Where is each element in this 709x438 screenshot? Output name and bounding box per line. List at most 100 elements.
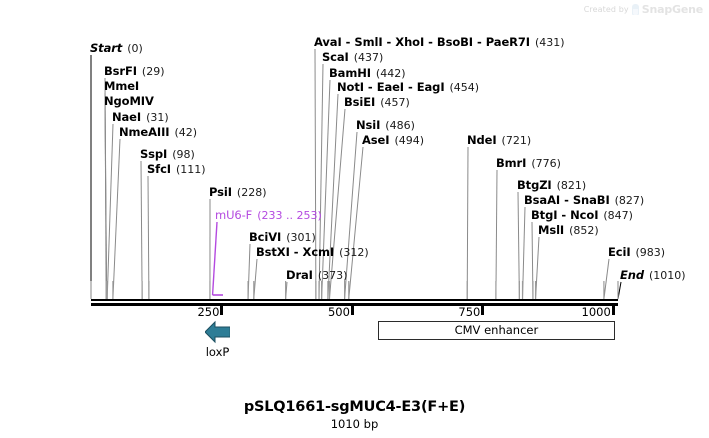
enzyme-label-bmri[interactable]: BmrI(776) [496,157,561,170]
enzyme-label-start[interactable]: Start (0) [90,42,143,55]
leader-EciI [603,258,610,300]
enzyme-label-bsrfi[interactable]: BsrFI(29) [104,65,165,78]
enzyme-name: BsrFI [104,64,137,78]
leader-MmeI [104,92,108,300]
enzyme-label-ngomiv[interactable]: NgoMIV [104,95,154,107]
enzyme-label-btgi-ncoi[interactable]: BtgI - NcoI(847) [531,209,633,222]
enzyme-position: (721) [501,134,532,147]
enzyme-name: BmrI [496,156,527,170]
leader-End [617,281,622,300]
enzyme-name: NmeAIII [119,125,170,139]
enzyme-name: EagI [416,80,445,94]
enzyme-position: (1010) [648,269,686,282]
enzyme-name: ScaI [322,50,349,64]
enzyme-name: SfcI [147,162,171,176]
enzyme-name: DraI [286,268,313,282]
enzyme-name: XhoI [395,35,425,49]
enzyme-separator: - [363,80,377,94]
enzyme-position: (31) [146,111,169,124]
enzyme-name: End [620,268,644,282]
axis-tick-label-1000: 1000 [581,305,611,319]
watermark-prefix: Created by [583,5,629,14]
enzyme-name: AvaI [314,35,342,49]
enzyme-label-btgzi[interactable]: BtgZI(821) [517,179,586,192]
axis-tick-250 [220,306,224,315]
leader-AseI [348,146,364,300]
enzyme-label-msli[interactable]: MslI(852) [538,224,599,237]
enzyme-label-psii[interactable]: PsiI (228) [209,186,267,199]
axis-tick-label-500: 500 [327,305,350,319]
enzyme-name: PsiI [209,185,232,199]
leader-NmeAIII [112,138,121,300]
enzyme-name: NotI [337,80,364,94]
watermark-brand: SnapGene [641,3,703,16]
enzyme-position: (312) [339,246,369,259]
enzyme-position: (494) [394,134,425,147]
enzyme-name: EaeI [376,80,404,94]
enzyme-position: (111) [175,163,206,176]
enzyme-position: (847) [603,209,633,222]
enzyme-name: MslI [538,223,565,237]
enzyme-name: BtgI [531,208,558,222]
leader-NaeI [106,123,114,300]
enzyme-label-bsiei[interactable]: BsiEI(457) [344,96,410,109]
enzyme-name: BsoBI [436,35,473,49]
enzyme-label-bstxi-xcmi[interactable]: BstXI - XcmI(312) [256,246,369,259]
enzyme-position: (228) [236,186,267,199]
leader-DraI [285,281,288,300]
enzyme-label-sfci[interactable]: SfcI (111) [147,163,206,176]
enzyme-name: SspI [140,147,168,161]
enzyme-separator: - [557,208,571,222]
enzyme-label-nsii[interactable]: NsiI (486) [356,119,415,132]
enzyme-name: NsiI [356,118,381,132]
enzyme-label-ecii[interactable]: EciI(983) [608,246,665,259]
enzyme-label-bsaai-snabi[interactable]: BsaAI - SnaBI(827) [524,194,644,207]
leader-BamHI [321,79,331,300]
enzyme-position: (821) [556,179,587,192]
enzyme-position: (301) [286,231,316,244]
axis-tick-500 [350,306,354,315]
enzyme-name: MmeI [104,79,140,93]
enzyme-label-naei[interactable]: NaeI (31) [112,111,169,124]
enzyme-label-bcivi[interactable]: BciVI (301) [249,231,316,244]
enzyme-name: BsaAI [524,193,561,207]
primer-label-mu6-f[interactable]: mU6-F (233 .. 253) [215,209,322,222]
page-title: pSLQ1661-sgMUC4-E3(F+E) [243,399,466,415]
axis-tick-1000 [611,306,615,315]
enzyme-label-sspi[interactable]: SspI(98) [140,148,195,161]
enzyme-position: (983) [635,246,666,259]
enzyme-position: (486) [385,119,415,132]
feature-box-cmv-enhancer[interactable]: CMV enhancer [377,321,615,340]
primer-name: mU6-F [215,208,253,222]
feature-arrow-loxp[interactable] [204,320,231,344]
enzyme-label-asei[interactable]: AseI(494) [362,134,424,147]
leader-BciVI [247,243,251,300]
axis-line-lower [91,303,618,306]
enzyme-position: (0) [127,42,143,55]
plasmid-size-label: 1010 bp [330,417,379,431]
enzyme-name: XcmI [302,245,335,259]
enzyme-name: NdeI [467,133,497,147]
primer-leader [211,221,218,296]
enzyme-label-avai-smli-xhoi-bsobi-paer7i[interactable]: AvaI - SmlI - XhoI - BsoBI - PaeR7I(431) [314,36,565,49]
snapgene-watermark: Created by SnapGene [584,3,703,16]
enzyme-label-nmeaiii[interactable]: NmeAIII (42) [119,126,197,139]
enzyme-position: (42) [174,126,198,139]
enzyme-name: NaeI [112,110,142,124]
enzyme-name: Start [90,41,123,55]
enzyme-name: PaeR7I [485,35,530,49]
enzyme-label-scai[interactable]: ScaI(437) [322,51,383,64]
enzyme-label-drai[interactable]: DraI(373) [286,269,347,282]
primer-range: (233 .. 253) [257,209,322,222]
enzyme-label-ndei[interactable]: NdeI (721) [467,134,531,147]
enzyme-position: (442) [375,67,406,80]
leader-BsaAI-SnaBI [522,206,526,300]
enzyme-label-end[interactable]: End (1010) [620,269,686,282]
enzyme-name: BciVI [249,230,282,244]
enzyme-label-mmei[interactable]: MmeI [104,80,139,92]
enzyme-label-bamhi[interactable]: BamHI(442) [329,67,406,80]
enzyme-name: SmlI [354,35,383,49]
enzyme-label-noti-eaei-eagi[interactable]: NotI - EaeI - EagI(454) [337,81,479,94]
leader-BtgZI [517,191,520,300]
enzyme-name: NgoMIV [104,94,154,108]
